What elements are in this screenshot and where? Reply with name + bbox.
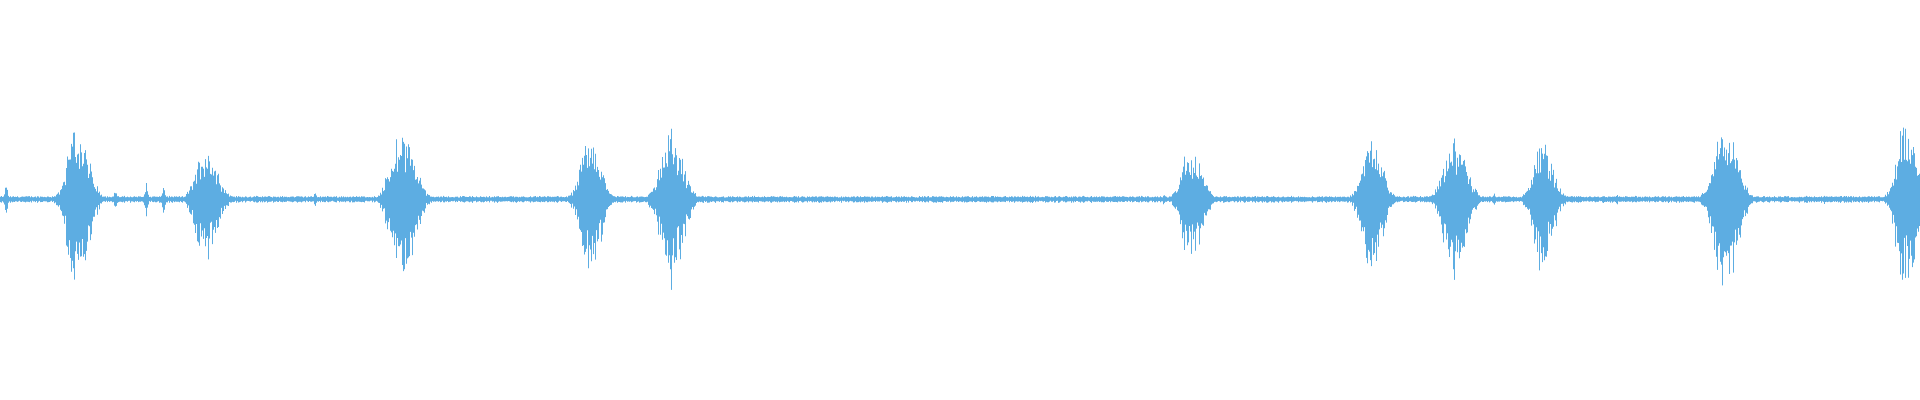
waveform-trace: [0, 127, 1920, 290]
